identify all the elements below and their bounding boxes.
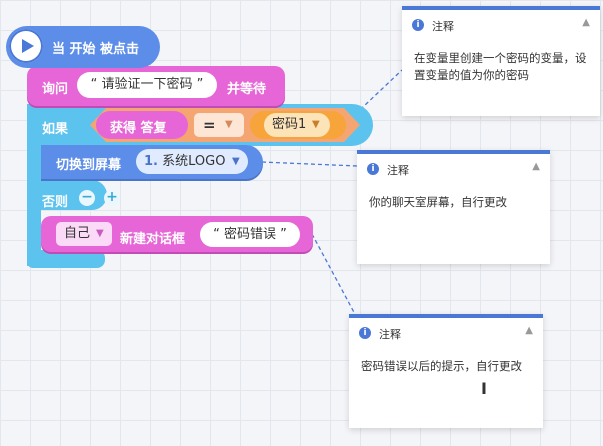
comment-header[interactable]: i 注释 ▲ — [357, 154, 550, 182]
operator-dropdown[interactable]: = — [194, 113, 244, 137]
comment-link-2 — [261, 161, 358, 167]
info-icon: i — [367, 163, 379, 175]
add-else-button[interactable]: + — [104, 190, 120, 206]
new-dialog-label: 新建对话框 — [120, 232, 186, 247]
when-start-clicked-label: 当 开始 被点击 — [52, 42, 140, 57]
chevron-up-icon[interactable]: ▲ — [582, 17, 590, 28]
remove-else-button[interactable]: − — [79, 190, 95, 206]
comment-text[interactable]: 在变量里创建一个密码的变量，设置变量的值为你的密码 — [414, 51, 587, 82]
screen-name: 系统LOGO — [157, 154, 226, 169]
screen-number: 1. — [144, 154, 158, 169]
chevron-down-icon: ▼ — [96, 228, 104, 239]
switch-screen-label: 切换到屏幕 — [56, 158, 122, 173]
info-icon: i — [359, 327, 371, 339]
screen-dropdown[interactable]: 1. 系统LOGO — [136, 149, 248, 174]
variable-dropdown[interactable]: 密码1 — [264, 113, 330, 137]
chevron-up-icon[interactable]: ▲ — [525, 325, 533, 336]
text-cursor-icon: I — [481, 379, 487, 398]
comment-note-2[interactable]: i 注释 ▲ 你的聊天室屏幕，自行更改 — [357, 150, 550, 264]
chevron-down-icon: ▼ — [225, 119, 233, 130]
target-dropdown[interactable]: 自己 — [56, 222, 112, 246]
ask-label: 询问 — [42, 82, 69, 97]
get-answer-reporter[interactable] — [96, 111, 188, 139]
comment-link-1 — [344, 69, 403, 125]
comment-title: 注释 — [432, 20, 454, 33]
comment-text[interactable]: 密码错误以后的提示，自行更改 — [361, 359, 522, 373]
comment-header[interactable]: i 注释 ▲ — [402, 10, 600, 38]
ask-text-input[interactable]: “ 请验证一下密码 ” — [77, 72, 217, 98]
info-icon: i — [412, 19, 424, 31]
if-label: 如果 — [42, 122, 69, 137]
comment-note-1[interactable]: i 注释 ▲ 在变量里创建一个密码的变量，设置变量的值为你的密码 — [402, 6, 600, 116]
comment-title: 注释 — [379, 328, 401, 341]
comment-title: 注释 — [387, 164, 409, 177]
if-block-bottom[interactable] — [27, 250, 105, 268]
dialog-text-input[interactable]: “ 密码错误 ” — [200, 222, 300, 247]
play-icon — [22, 39, 34, 53]
chevron-down-icon: ▼ — [312, 119, 320, 130]
comment-text[interactable]: 你的聊天室屏幕，自行更改 — [369, 195, 507, 209]
ask-wait-label: 并等待 — [227, 82, 267, 97]
comment-link-3 — [311, 233, 357, 317]
else-label: 否则 — [42, 195, 69, 210]
comment-header[interactable]: i 注释 ▲ — [349, 318, 543, 346]
chevron-down-icon: ▼ — [232, 156, 240, 167]
get-answer-label: 获得 答复 — [110, 121, 167, 136]
comment-note-3[interactable]: i 注释 ▲ 密码错误以后的提示，自行更改 — [349, 314, 543, 428]
chevron-up-icon[interactable]: ▲ — [532, 161, 540, 172]
